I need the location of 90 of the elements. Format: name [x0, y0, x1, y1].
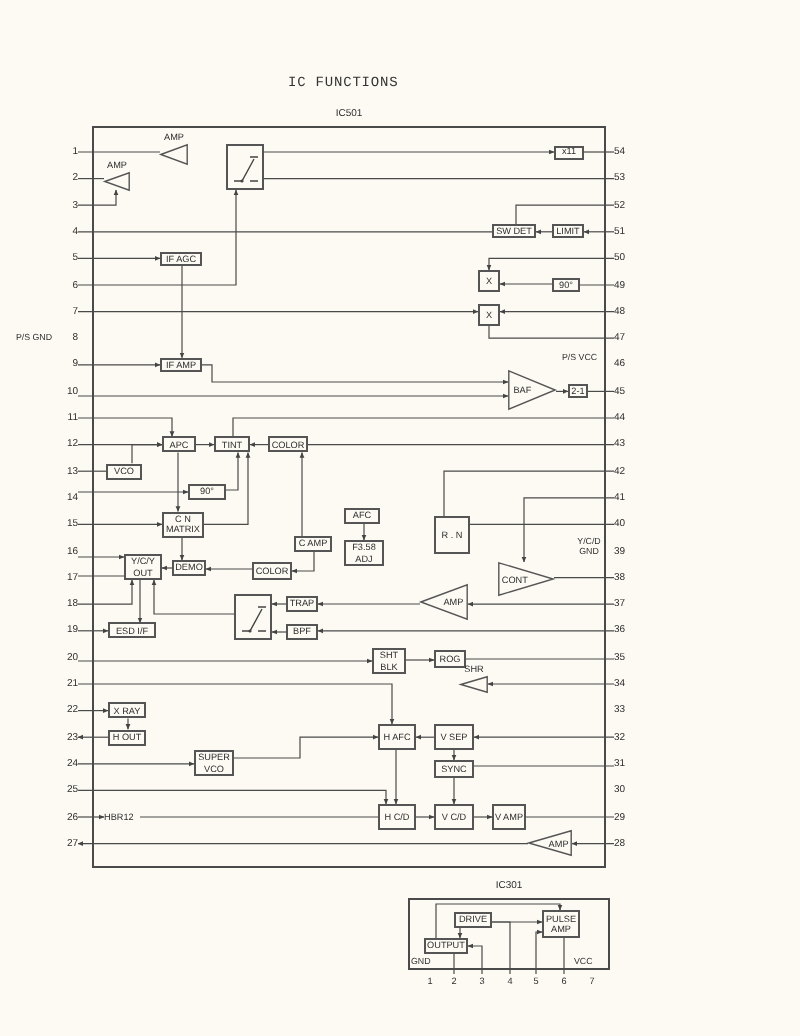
signal-line [77, 151, 161, 153]
signal-line [225, 452, 241, 491]
signal-line [77, 554, 125, 560]
signal-line [263, 178, 615, 180]
signal-line [535, 929, 543, 975]
signal-line [77, 189, 239, 286]
signal-line [583, 151, 615, 153]
signal-line [563, 937, 565, 975]
signal-line [521, 497, 615, 563]
signal-line [77, 683, 395, 725]
signal-line [553, 577, 615, 579]
signal-line [291, 551, 315, 574]
signal-line [443, 470, 615, 517]
signal-line [499, 281, 553, 287]
signal-line [77, 417, 175, 438]
signal-line [451, 777, 457, 805]
signal-line [77, 393, 509, 399]
signal-line [179, 264, 185, 359]
signal-line [77, 658, 373, 664]
signal-line [457, 927, 463, 939]
signal-line [317, 628, 615, 634]
signal-line [131, 442, 163, 464]
signal-line [451, 749, 457, 761]
signal-line [77, 575, 125, 577]
signal-line [415, 734, 435, 740]
signal-line [77, 362, 161, 368]
signal-line [249, 442, 269, 448]
signal-line [473, 814, 493, 820]
signal-line [205, 566, 253, 572]
signal-line [77, 231, 493, 233]
signal-line [77, 761, 195, 767]
signal-line [469, 523, 615, 525]
switch-block [234, 594, 272, 640]
signal-line [491, 921, 511, 975]
signal-line [467, 601, 615, 607]
signal-line [77, 309, 479, 315]
signal-line [77, 178, 105, 180]
signal-line [465, 658, 615, 660]
signal-line [179, 536, 185, 561]
signal-line [77, 814, 105, 820]
signal-line [77, 489, 189, 495]
signal-line [467, 943, 483, 975]
signal-line [195, 442, 215, 448]
signal-line [473, 734, 615, 740]
signal-line [579, 284, 615, 286]
signal-line [263, 149, 555, 155]
signal-line [232, 417, 615, 438]
signal-line [137, 579, 143, 624]
signal-line [435, 903, 563, 939]
signal-line [77, 708, 109, 714]
signal-line [453, 953, 455, 975]
signal-line [487, 681, 615, 687]
signal-line [271, 601, 287, 607]
signal-line [583, 229, 615, 235]
signal-line [77, 255, 161, 261]
signal-line [299, 452, 305, 537]
signal-line [77, 521, 163, 527]
signal-line [125, 718, 131, 730]
signal-line [515, 204, 615, 226]
signal-line [203, 452, 251, 525]
signal-line [77, 189, 119, 206]
signal-line [486, 257, 615, 271]
signal-line [201, 364, 509, 385]
signal-line [571, 841, 615, 847]
signal-line [361, 523, 367, 541]
signal-line [77, 789, 389, 805]
signal-line [499, 309, 615, 315]
signal-line [77, 734, 109, 740]
signal-line [175, 452, 181, 512]
signal-line [535, 229, 553, 235]
signal-line [488, 325, 615, 339]
signal-line [587, 390, 615, 392]
signal-line [473, 765, 615, 767]
switch-block [226, 144, 264, 190]
signal-line [317, 601, 421, 607]
signal-line [139, 816, 379, 818]
signal-line [415, 814, 435, 820]
signal-line [405, 657, 435, 663]
signal-line [233, 734, 379, 759]
signal-line [271, 629, 287, 635]
signal-line [77, 841, 529, 847]
signal-line [393, 749, 399, 805]
signal-line [77, 628, 109, 634]
signal-line [307, 444, 615, 446]
signal-line [77, 470, 107, 472]
signal-line [151, 579, 235, 615]
signal-line [555, 388, 569, 394]
signal-line [77, 579, 135, 605]
signal-line [525, 816, 615, 818]
signal-line [161, 565, 173, 571]
